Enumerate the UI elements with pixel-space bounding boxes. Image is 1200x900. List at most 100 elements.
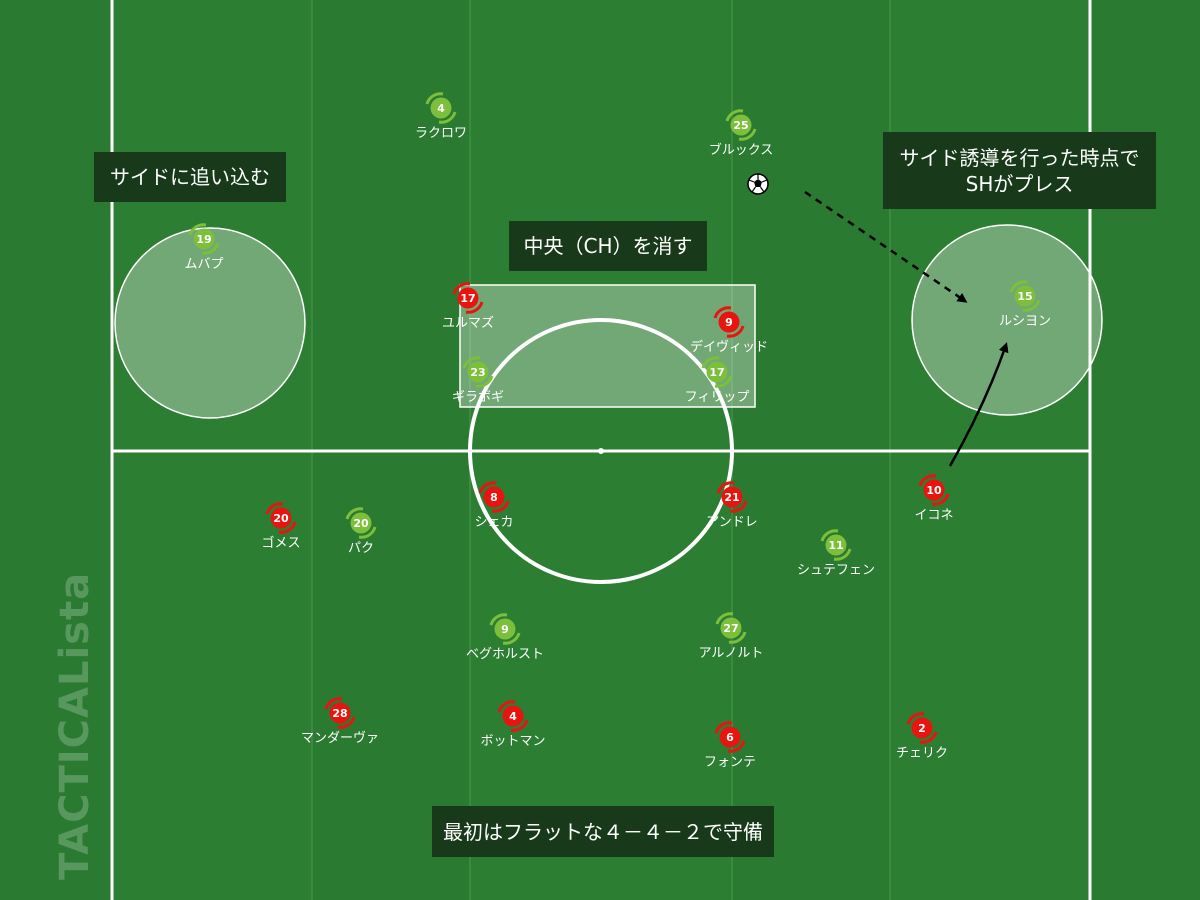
player-disc — [720, 617, 742, 639]
player-swirl-icon — [738, 128, 757, 141]
player-swirl-icon — [833, 548, 852, 561]
center-spot — [598, 448, 604, 454]
player-disc — [193, 228, 215, 250]
player-disc — [502, 705, 524, 727]
player-disc — [719, 726, 741, 748]
player-swirl-icon — [725, 109, 744, 122]
sh-press-label: サイド誘導を行った時点で SHがプレス — [883, 132, 1156, 209]
player-number: 20 — [273, 512, 289, 525]
player-name: シュテフェン — [797, 563, 875, 578]
right-side-zone — [911, 224, 1103, 416]
player-number: 2 — [918, 722, 926, 735]
player-disc — [721, 486, 743, 508]
player-swirl-icon — [462, 356, 481, 369]
players-layer: 4ラクロワ25ブルックス19ムバプ15ルシヨン23ギラボギ17フィリップ20パク… — [184, 92, 1051, 770]
player-number: 17 — [709, 366, 724, 379]
player-swirl-icon — [1009, 280, 1028, 293]
player-name: イコネ — [914, 508, 953, 523]
center-block-zone — [459, 284, 756, 408]
player-swirl-icon — [438, 111, 457, 124]
player-swirl-icon — [489, 613, 508, 626]
player-swirl-icon — [510, 719, 529, 732]
player-swirl-icon — [726, 325, 745, 338]
player-number: 15 — [1017, 290, 1032, 303]
player-swirl-icon — [727, 740, 746, 753]
player-number: 4 — [437, 102, 445, 115]
player-swirl-icon — [820, 529, 839, 542]
player-swirl-icon — [931, 493, 950, 506]
player-number: 20 — [353, 517, 369, 530]
player-swirl-icon — [502, 632, 521, 645]
formation-text: 最初はフラットな４－４－２で守備 — [443, 819, 763, 844]
center-circle — [468, 318, 734, 584]
player-name: ユルマズ — [442, 315, 494, 331]
side-press-text: サイドに追い込む — [110, 165, 270, 189]
player-disc — [483, 486, 505, 508]
player-name: アルノルト — [699, 646, 764, 661]
sh-press-text-line2: SHがプレス — [965, 171, 1074, 196]
player-disc — [706, 361, 728, 383]
player-swirl-icon — [278, 521, 297, 534]
green-player-8: 11 シュテフェン — [797, 529, 875, 578]
player-swirl-icon — [714, 375, 733, 388]
red-player-4: 21 アンドレ — [706, 481, 758, 530]
player-disc — [467, 361, 489, 383]
pitch-lines — [110, 0, 1092, 900]
player-name: デイヴィッド — [690, 339, 768, 355]
player-swirl-icon — [714, 721, 733, 734]
player-swirl-icon — [478, 481, 497, 494]
player-name: ボットマン — [480, 734, 545, 749]
red-player-10: 2 チェリク — [896, 712, 948, 761]
watermark-logo: TACTICALista — [52, 571, 98, 880]
center-block-label: 中央（CH）を消す — [509, 221, 707, 271]
player-name: チェリク — [896, 746, 948, 761]
player-name: マンダーヴァ — [301, 730, 379, 746]
player-name: ルシヨン — [999, 314, 1051, 329]
player-swirl-icon — [1022, 299, 1041, 312]
player-swirl-icon — [201, 242, 220, 255]
ball-icon — [747, 173, 769, 195]
player-number: 11 — [828, 539, 843, 552]
player-name: ラクロワ — [415, 126, 467, 141]
sh-press-text-line1: サイド誘導を行った時点で — [899, 145, 1140, 170]
player-swirl-icon — [265, 502, 284, 515]
red-player-6: 20 ゴメス — [261, 502, 301, 551]
player-number: 27 — [723, 622, 738, 635]
player-swirl-icon — [337, 716, 356, 729]
player-number: 10 — [926, 484, 942, 497]
player-number: 23 — [470, 366, 485, 379]
player-disc — [923, 479, 945, 501]
player-name: シェカ — [474, 515, 513, 530]
player-swirl-icon — [475, 375, 494, 388]
player-number: 21 — [724, 491, 739, 504]
player-swirl-icon — [716, 481, 735, 494]
player-disc — [270, 507, 292, 529]
player-swirl-icon — [452, 282, 471, 295]
player-swirl-icon — [715, 612, 734, 625]
player-name: アンドレ — [706, 515, 757, 530]
player-name: ムバプ — [184, 257, 223, 272]
player-disc — [718, 311, 740, 333]
player-swirl-icon — [713, 306, 732, 319]
player-disc — [457, 287, 479, 309]
player-disc — [825, 534, 847, 556]
player-swirl-icon — [728, 631, 747, 644]
player-number: 25 — [733, 119, 748, 132]
player-number: 9 — [501, 623, 509, 636]
player-name: フォンテ — [704, 755, 756, 770]
player-number: 9 — [725, 316, 733, 329]
player-swirl-icon — [465, 301, 484, 314]
player-swirl-icon — [497, 700, 516, 713]
player-number: 8 — [490, 491, 498, 504]
player-swirl-icon — [324, 697, 343, 710]
player-name: ゴメス — [261, 535, 300, 551]
ball-movement-arrow — [804, 190, 968, 303]
red-player-5: 10 イコネ — [914, 474, 954, 523]
